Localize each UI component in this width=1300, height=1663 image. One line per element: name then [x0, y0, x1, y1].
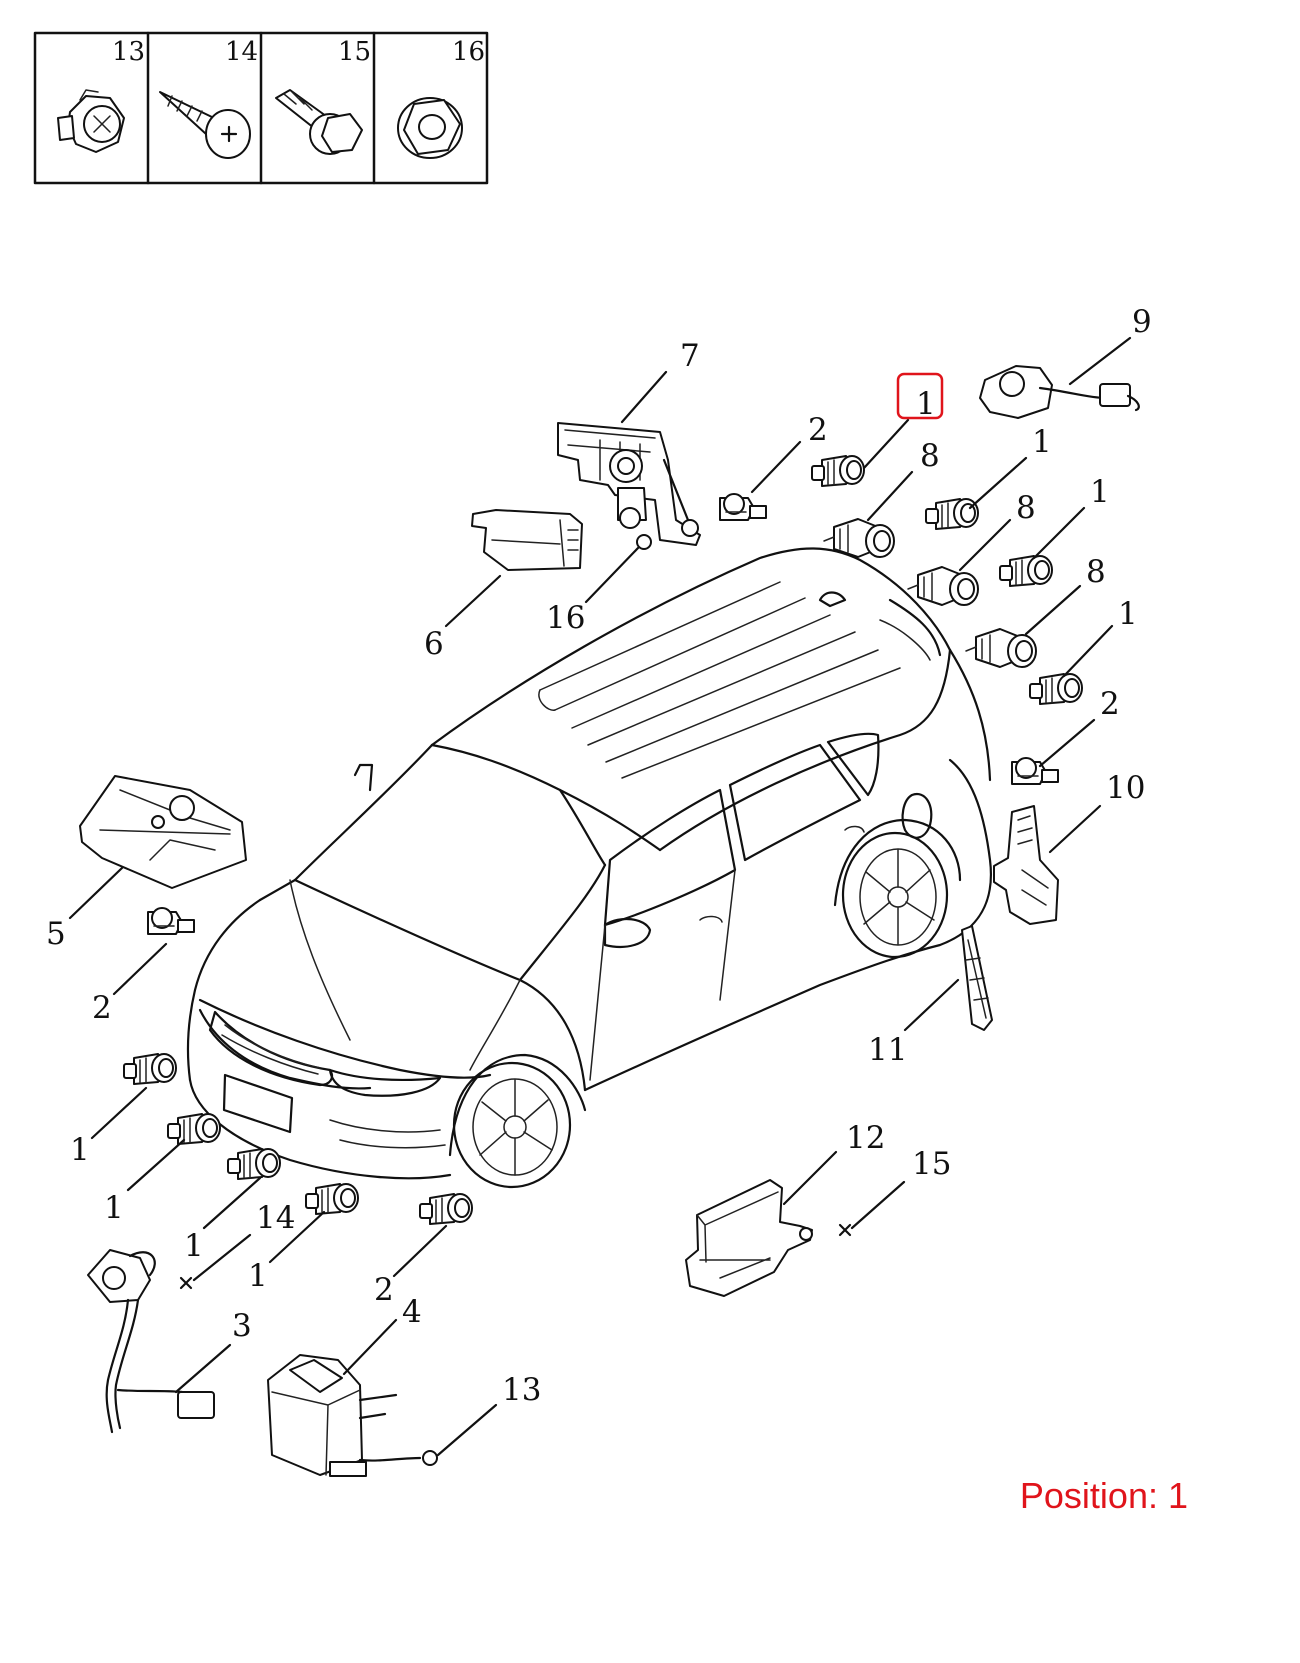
callout-9[interactable]: 9 [1132, 304, 1152, 340]
part-8-sensor[interactable] [907, 566, 979, 606]
legend-number: 15 [338, 37, 371, 67]
callout-8[interactable]: 8 [1016, 490, 1036, 526]
position-label: Position: 1 [1020, 1475, 1188, 1516]
part-2-sensor[interactable] [419, 1193, 473, 1225]
callout-2[interactable]: 2 [808, 412, 828, 448]
legend-number: 14 [225, 37, 258, 67]
fastener-markers [179, 534, 852, 1466]
callout-1[interactable]: 1 [184, 1228, 204, 1264]
legend-cell-13[interactable]: 13 [57, 37, 145, 153]
legend-cell-16[interactable]: 16 [397, 37, 485, 159]
callout-3[interactable]: 3 [232, 1308, 252, 1344]
callouts: 7 2 1 9 8 1 8 1 8 1 2 10 11 6 16 5 2 1 1… [46, 304, 1152, 1408]
tapping-screw-icon [159, 91, 251, 159]
callout-14[interactable]: 14 [256, 1200, 295, 1236]
part-2-clip[interactable] [1011, 757, 1059, 785]
legend-number: 16 [452, 37, 485, 67]
legend-number: 13 [112, 37, 145, 67]
callout-16[interactable]: 16 [546, 600, 585, 636]
part-5-module[interactable] [79, 775, 247, 889]
car-outline [186, 547, 992, 1189]
callout-2[interactable]: 2 [92, 990, 112, 1026]
part-12-module[interactable] [685, 1179, 813, 1297]
legend-cell-14[interactable]: 14 [159, 37, 258, 159]
part-9-camera[interactable] [979, 365, 1140, 419]
callout-1[interactable]: 1 [1032, 424, 1052, 460]
part-7-bracket[interactable] [557, 422, 701, 546]
part-6-module[interactable] [471, 509, 583, 571]
part-1-sensor[interactable] [167, 1113, 221, 1145]
callout-1[interactable]: 1 [248, 1258, 268, 1294]
callout-8[interactable]: 8 [1086, 554, 1106, 590]
callout-1[interactable]: 1 [1118, 596, 1138, 632]
callout-6[interactable]: 6 [424, 626, 444, 662]
callout-10[interactable]: 10 [1106, 770, 1145, 806]
part-1-sensor[interactable] [305, 1183, 359, 1215]
callout-2[interactable]: 2 [374, 1272, 394, 1308]
push-clip-icon [57, 89, 125, 153]
callout-1[interactable]: 1 [70, 1132, 90, 1168]
part-11-strip[interactable] [961, 925, 993, 1031]
part-1-sensor[interactable] [925, 498, 979, 530]
callout-8[interactable]: 8 [920, 438, 940, 474]
leader-lines [68, 336, 1132, 1457]
callout-5[interactable]: 5 [46, 916, 66, 952]
part-1-sensor[interactable] [811, 455, 865, 487]
legend-cell-15[interactable]: 15 [275, 37, 371, 155]
flange-bolt-icon [275, 89, 363, 155]
part-1-sensor[interactable] [1029, 673, 1083, 705]
flange-nut-icon [397, 97, 463, 159]
fastener-legend: 13 14 15 [33, 31, 489, 185]
callout-12[interactable]: 12 [846, 1120, 885, 1156]
part-4-unit[interactable] [267, 1354, 422, 1477]
callout-1[interactable]: 1 [1090, 474, 1110, 510]
highlight-box [896, 372, 944, 420]
callout-1-highlighted[interactable]: 1 [916, 386, 936, 422]
callout-2[interactable]: 2 [1100, 686, 1120, 722]
callout-1[interactable]: 1 [104, 1190, 124, 1226]
callout-13[interactable]: 13 [502, 1372, 541, 1408]
callout-7[interactable]: 7 [680, 338, 700, 374]
part-2-clip[interactable] [147, 907, 195, 935]
part-2-clip[interactable] [719, 493, 767, 521]
part-10-bracket[interactable] [993, 805, 1059, 925]
callout-15[interactable]: 15 [912, 1146, 951, 1182]
part-1-sensor[interactable] [227, 1148, 281, 1180]
part-1-sensor[interactable] [999, 555, 1053, 587]
part-3-camera[interactable] [87, 1249, 215, 1434]
callout-11[interactable]: 11 [868, 1032, 907, 1068]
part-1-sensor[interactable] [123, 1053, 177, 1085]
callout-4[interactable]: 4 [402, 1294, 422, 1330]
